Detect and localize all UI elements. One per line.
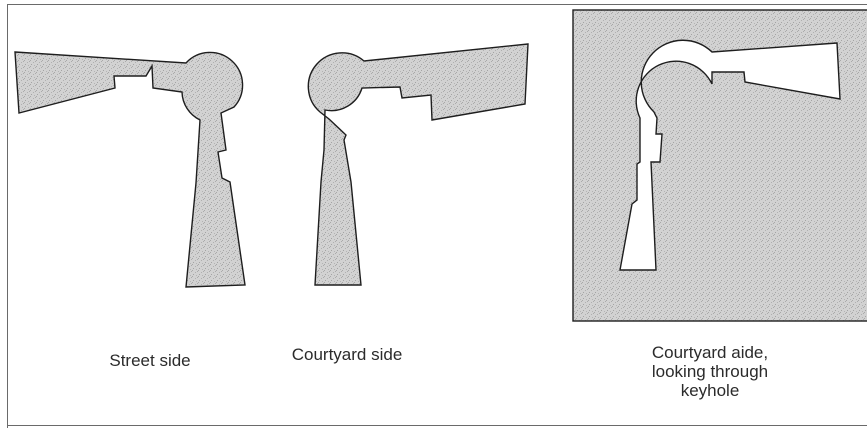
frame-bottom-border — [7, 425, 867, 426]
caption-courtyard-through-keyhole: Courtyard aide, looking through keyhole — [651, 343, 769, 400]
frame-top-border — [7, 4, 867, 5]
caption-street-side: Street side — [109, 351, 191, 370]
through-keyhole-panel — [572, 9, 867, 322]
keyhole-shape-icon — [14, 51, 246, 288]
keyhole-shape-icon — [619, 39, 841, 271]
caption-courtyard-side: Courtyard side — [291, 345, 403, 364]
keyhole-shape-icon — [307, 43, 529, 286]
frame-left-border — [7, 4, 8, 428]
courtyard-side-keyhole — [307, 43, 529, 286]
street-side-keyhole — [14, 51, 246, 288]
